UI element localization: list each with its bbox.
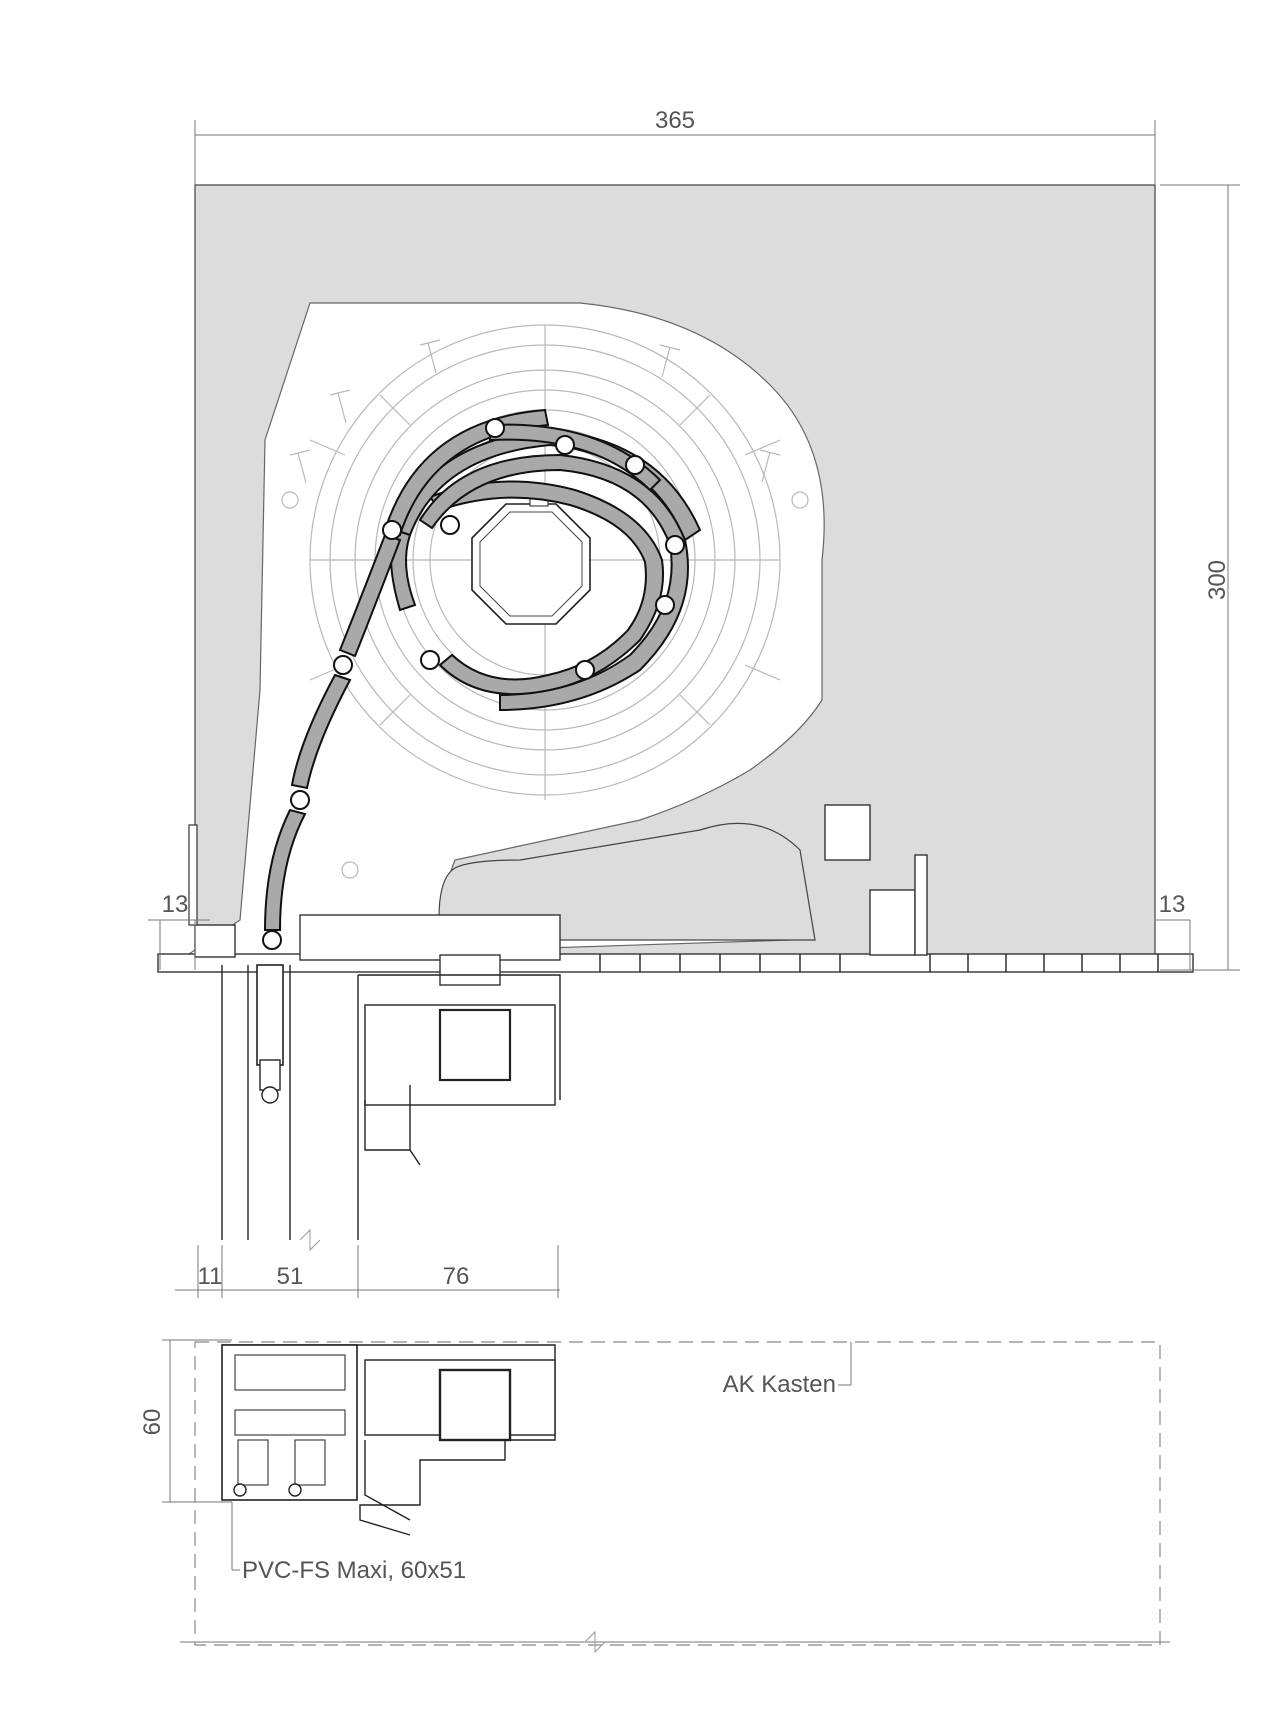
dimension-width-label: 365 <box>655 107 695 134</box>
dimension-height: 300 <box>1160 184 1240 971</box>
annotation-profile-label: PVC-FS Maxi, 60x51 <box>231 1502 466 1584</box>
dimension-bottom: 11 51 76 <box>175 1245 560 1298</box>
dimension-offsets: 13 13 <box>148 891 1191 970</box>
box-label: AK Kasten <box>723 1371 836 1398</box>
dimension-right-offset-label: 13 <box>1159 891 1186 918</box>
dimension-height-label: 300 <box>1204 560 1231 600</box>
section-height-label: 60 <box>139 1409 166 1436</box>
octagonal-shaft <box>471 497 591 625</box>
rolled-shutter-slats <box>262 408 702 950</box>
lower-section-detail: 60 <box>139 1339 1170 1654</box>
profile-label: PVC-FS Maxi, 60x51 <box>242 1557 466 1584</box>
annotation-box-label: AK Kasten <box>723 1342 852 1398</box>
dimension-bottom-3-label: 76 <box>443 1263 470 1290</box>
dimension-left-offset-label: 13 <box>162 891 189 918</box>
bottom-plate <box>157 804 1194 986</box>
shutter-box-housing <box>177 184 1156 971</box>
window-frame <box>221 964 561 1252</box>
dimension-width: 365 <box>194 107 1156 185</box>
dimension-bottom-2-label: 51 <box>277 1263 304 1290</box>
dimension-bottom-1-label: 11 <box>198 1263 223 1290</box>
